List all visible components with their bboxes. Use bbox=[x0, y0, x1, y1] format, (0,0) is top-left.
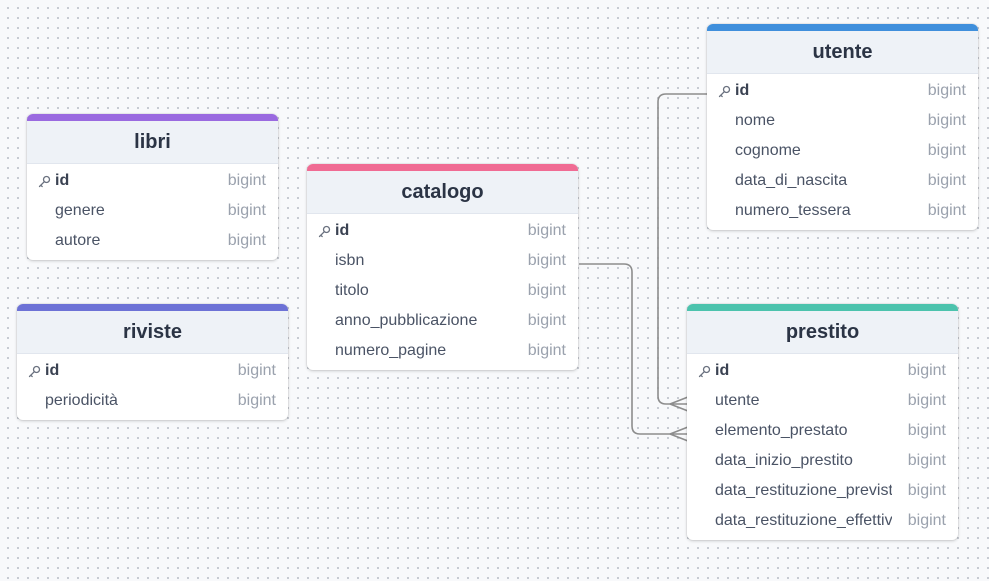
table-color-bar bbox=[307, 164, 578, 171]
field-list: id bigint genere bigint autore bigint bbox=[27, 164, 278, 260]
table-riviste[interactable]: riviste id bigint periodicità bigint bbox=[17, 304, 288, 420]
field-type: bigint bbox=[223, 166, 266, 196]
field-row[interactable]: id bigint bbox=[17, 356, 288, 386]
field-row[interactable]: genere bigint bbox=[27, 196, 278, 226]
field-row[interactable]: data_inizio_prestito bigint bbox=[687, 446, 958, 476]
field-name: data_restituzione_prevista bbox=[715, 482, 892, 499]
field-row[interactable]: periodicità bigint bbox=[17, 386, 288, 416]
field-name: id bbox=[735, 82, 750, 99]
key-icon bbox=[318, 216, 332, 246]
field-row[interactable]: id bigint bbox=[27, 166, 278, 196]
field-row[interactable]: titolo bigint bbox=[307, 276, 578, 306]
field-row[interactable]: isbn bigint bbox=[307, 246, 578, 276]
field-name: elemento_prestato bbox=[715, 422, 848, 439]
field-type: bigint bbox=[233, 386, 276, 416]
field-name: data_restituzione_effettiva bbox=[715, 512, 892, 529]
field-row[interactable]: nome bigint bbox=[707, 106, 978, 136]
crowfoot-icon bbox=[669, 426, 689, 442]
key-icon bbox=[718, 76, 732, 106]
field-row[interactable]: numero_tessera bigint bbox=[707, 196, 978, 226]
crowfoot-icon bbox=[669, 396, 689, 412]
table-color-bar bbox=[707, 24, 978, 31]
field-type: bigint bbox=[903, 416, 946, 446]
field-type: bigint bbox=[923, 196, 966, 226]
field-type: bigint bbox=[523, 216, 566, 246]
field-type: bigint bbox=[923, 106, 966, 136]
field-name: numero_tessera bbox=[735, 202, 851, 219]
table-title: riviste bbox=[17, 311, 288, 354]
field-name: id bbox=[55, 172, 70, 189]
table-title: libri bbox=[27, 121, 278, 164]
field-row[interactable]: elemento_prestato bigint bbox=[687, 416, 958, 446]
field-row[interactable]: data_di_nascita bigint bbox=[707, 166, 978, 196]
field-type: bigint bbox=[233, 356, 276, 386]
field-name: periodicità bbox=[45, 392, 118, 409]
table-libri[interactable]: libri id bigint genere bigint autore bigint bbox=[27, 114, 278, 260]
relation-catalogo-prestito[interactable] bbox=[579, 263, 688, 435]
field-name: genere bbox=[55, 202, 105, 219]
field-name: isbn bbox=[335, 252, 365, 269]
field-row[interactable]: cognome bigint bbox=[707, 136, 978, 166]
field-row[interactable]: data_restituzione_prevista bigint bbox=[687, 476, 958, 506]
table-color-bar bbox=[27, 114, 278, 121]
field-type: bigint bbox=[923, 166, 966, 196]
key-icon bbox=[698, 356, 712, 386]
table-title: prestito bbox=[687, 311, 958, 354]
field-name: data_di_nascita bbox=[735, 172, 848, 189]
field-type: bigint bbox=[523, 336, 566, 366]
field-name: autore bbox=[55, 232, 101, 249]
field-type: bigint bbox=[903, 476, 946, 506]
field-list: id bigint periodicità bigint bbox=[17, 354, 288, 420]
field-row[interactable]: id bigint bbox=[687, 356, 958, 386]
field-type: bigint bbox=[923, 76, 966, 106]
field-type: bigint bbox=[223, 226, 266, 256]
field-name: cognome bbox=[735, 142, 801, 159]
table-color-bar bbox=[17, 304, 288, 311]
field-row[interactable]: numero_pagine bigint bbox=[307, 336, 578, 366]
key-icon bbox=[28, 356, 42, 386]
table-color-bar bbox=[687, 304, 958, 311]
table-title: catalogo bbox=[307, 171, 578, 214]
field-name: id bbox=[715, 362, 730, 379]
field-type: bigint bbox=[903, 386, 946, 416]
field-name: numero_pagine bbox=[335, 342, 447, 359]
field-row[interactable]: id bigint bbox=[707, 76, 978, 106]
field-row[interactable]: anno_pubblicazione bigint bbox=[307, 306, 578, 336]
field-name: anno_pubblicazione bbox=[335, 312, 478, 329]
field-name: id bbox=[335, 222, 350, 239]
field-type: bigint bbox=[523, 276, 566, 306]
field-type: bigint bbox=[903, 356, 946, 386]
field-name: id bbox=[45, 362, 60, 379]
field-type: bigint bbox=[523, 306, 566, 336]
field-type: bigint bbox=[903, 446, 946, 476]
field-row[interactable]: utente bigint bbox=[687, 386, 958, 416]
field-type: bigint bbox=[903, 506, 946, 536]
table-title: utente bbox=[707, 31, 978, 74]
field-row[interactable]: data_restituzione_effettiva bigint bbox=[687, 506, 958, 536]
field-name: utente bbox=[715, 392, 760, 409]
field-type: bigint bbox=[923, 136, 966, 166]
key-icon bbox=[38, 166, 52, 196]
field-name: nome bbox=[735, 112, 776, 129]
field-type: bigint bbox=[523, 246, 566, 276]
field-name: data_inizio_prestito bbox=[715, 452, 853, 469]
field-row[interactable]: id bigint bbox=[307, 216, 578, 246]
field-name: titolo bbox=[335, 282, 369, 299]
field-type: bigint bbox=[223, 196, 266, 226]
field-row[interactable]: autore bigint bbox=[27, 226, 278, 256]
